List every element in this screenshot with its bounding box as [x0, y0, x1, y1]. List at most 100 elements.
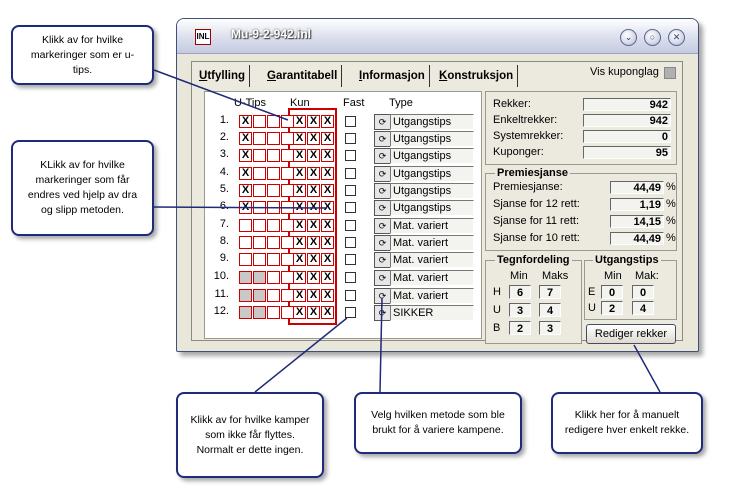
type-field[interactable]: Mat. variert: [390, 288, 474, 304]
utips-cell[interactable]: [267, 306, 280, 319]
type-select-button[interactable]: ⟳: [374, 114, 391, 130]
utips-cell[interactable]: [239, 306, 252, 319]
utg-min-value[interactable]: 0: [601, 285, 623, 299]
utips-cell[interactable]: X: [239, 132, 252, 145]
kun-cell[interactable]: X: [307, 306, 320, 319]
type-field[interactable]: Utgangstips: [390, 148, 474, 164]
tab-utfylling[interactable]: Utfylling: [195, 65, 251, 87]
utips-cell[interactable]: [267, 289, 280, 302]
kun-cell[interactable]: X: [321, 184, 334, 197]
tegn-min-value[interactable]: 3: [509, 303, 531, 317]
fast-checkbox[interactable]: [345, 237, 356, 248]
type-select-button[interactable]: ⟳: [374, 305, 391, 321]
utips-cell[interactable]: [253, 201, 266, 214]
utg-max-value[interactable]: 0: [632, 285, 654, 299]
utg-max-value[interactable]: 4: [632, 301, 654, 315]
kun-cell[interactable]: X: [321, 201, 334, 214]
fast-checkbox[interactable]: [345, 150, 356, 161]
rediger-rekker-button[interactable]: Rediger rekker: [586, 324, 676, 344]
utips-cell[interactable]: [239, 219, 252, 232]
kun-cell[interactable]: X: [293, 253, 306, 266]
fast-checkbox[interactable]: [345, 168, 356, 179]
utips-cell[interactable]: [253, 306, 266, 319]
kun-cell[interactable]: X: [293, 236, 306, 249]
kun-cell[interactable]: X: [293, 132, 306, 145]
kun-cell[interactable]: X: [293, 271, 306, 284]
tegn-max-value[interactable]: 7: [539, 285, 561, 299]
kun-cell[interactable]: X: [321, 253, 334, 266]
kun-cell[interactable]: X: [293, 115, 306, 128]
type-field[interactable]: SIKKER: [390, 305, 474, 321]
utg-min-value[interactable]: 2: [601, 301, 623, 315]
utips-cell[interactable]: X: [239, 167, 252, 180]
fast-checkbox[interactable]: [345, 290, 356, 301]
kun-cell[interactable]: X: [307, 149, 320, 162]
type-field[interactable]: Utgangstips: [390, 166, 474, 182]
utips-cell[interactable]: X: [239, 115, 252, 128]
utips-cell[interactable]: X: [239, 201, 252, 214]
kun-cell[interactable]: X: [321, 132, 334, 145]
kun-cell[interactable]: X: [307, 184, 320, 197]
utips-cell[interactable]: [267, 219, 280, 232]
minimize-button[interactable]: ⌄: [620, 29, 637, 46]
fast-checkbox[interactable]: [345, 307, 356, 318]
utips-cell[interactable]: [253, 149, 266, 162]
kun-cell[interactable]: X: [307, 271, 320, 284]
type-select-button[interactable]: ⟳: [374, 200, 391, 216]
type-select-button[interactable]: ⟳: [374, 183, 391, 199]
fast-checkbox[interactable]: [345, 272, 356, 283]
kun-cell[interactable]: X: [321, 115, 334, 128]
maximize-button[interactable]: ○: [644, 29, 661, 46]
kun-cell[interactable]: X: [321, 306, 334, 319]
kun-cell[interactable]: X: [321, 167, 334, 180]
utips-cell[interactable]: [239, 271, 252, 284]
kun-cell[interactable]: X: [293, 201, 306, 214]
utips-cell[interactable]: [267, 236, 280, 249]
type-field[interactable]: Mat. variert: [390, 270, 474, 286]
type-select-button[interactable]: ⟳: [374, 166, 391, 182]
kun-cell[interactable]: X: [307, 219, 320, 232]
utips-cell[interactable]: [253, 219, 266, 232]
type-field[interactable]: Utgangstips: [390, 183, 474, 199]
tegn-min-value[interactable]: 6: [509, 285, 531, 299]
utips-cell[interactable]: [253, 253, 266, 266]
tegn-min-value[interactable]: 2: [509, 321, 531, 335]
utips-cell[interactable]: [239, 253, 252, 266]
utips-cell[interactable]: [267, 115, 280, 128]
type-field[interactable]: Mat. variert: [390, 235, 474, 251]
type-select-button[interactable]: ⟳: [374, 288, 391, 304]
vis-kuponglag-toggle[interactable]: [664, 67, 676, 79]
kun-cell[interactable]: X: [307, 289, 320, 302]
type-field[interactable]: Mat. variert: [390, 252, 474, 268]
type-field[interactable]: Utgangstips: [390, 114, 474, 130]
tegn-max-value[interactable]: 4: [539, 303, 561, 317]
kun-cell[interactable]: X: [293, 289, 306, 302]
utips-cell[interactable]: [267, 132, 280, 145]
type-select-button[interactable]: ⟳: [374, 235, 391, 251]
utips-cell[interactable]: [267, 271, 280, 284]
kun-cell[interactable]: X: [321, 236, 334, 249]
fast-checkbox[interactable]: [345, 116, 356, 127]
utips-cell[interactable]: [267, 184, 280, 197]
utips-cell[interactable]: X: [239, 184, 252, 197]
utips-cell[interactable]: [253, 289, 266, 302]
utips-cell[interactable]: [239, 289, 252, 302]
kun-cell[interactable]: X: [307, 132, 320, 145]
kun-cell[interactable]: X: [293, 167, 306, 180]
type-select-button[interactable]: ⟳: [374, 131, 391, 147]
type-select-button[interactable]: ⟳: [374, 218, 391, 234]
close-button[interactable]: ✕: [668, 29, 685, 46]
utips-cell[interactable]: [253, 167, 266, 180]
utips-cell[interactable]: [253, 115, 266, 128]
utips-cell[interactable]: [267, 167, 280, 180]
kun-cell[interactable]: X: [307, 167, 320, 180]
tab-garantitabell[interactable]: Garantitabell: [263, 65, 343, 87]
fast-checkbox[interactable]: [345, 220, 356, 231]
utips-cell[interactable]: [253, 184, 266, 197]
utips-cell[interactable]: X: [239, 149, 252, 162]
type-field[interactable]: Mat. variert: [390, 218, 474, 234]
fast-checkbox[interactable]: [345, 133, 356, 144]
utips-cell[interactable]: [267, 149, 280, 162]
utips-cell[interactable]: [239, 236, 252, 249]
fast-checkbox[interactable]: [345, 202, 356, 213]
